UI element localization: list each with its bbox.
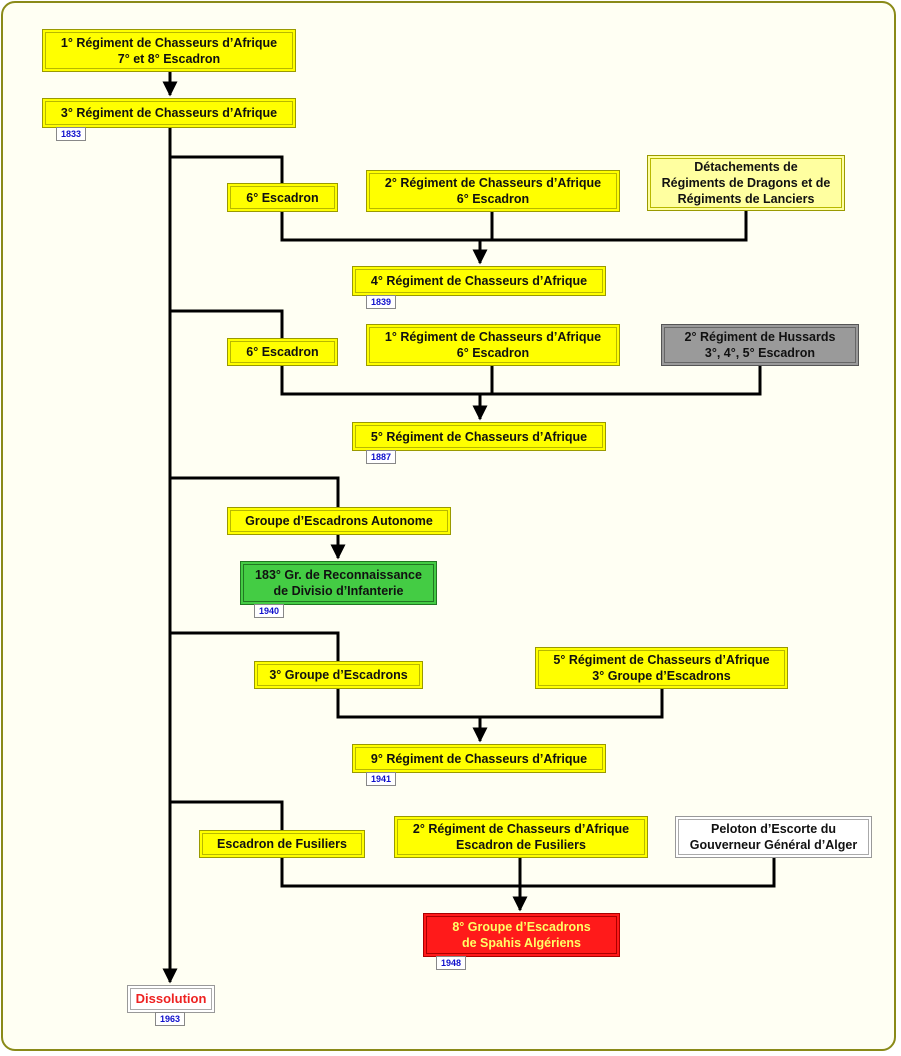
- node-detachements: Détachements de Régiments de Dragons et …: [647, 155, 845, 211]
- node-rca3: 3° Régiment de Chasseurs d’Afrique: [42, 98, 296, 128]
- line-merge-1: [280, 211, 748, 242]
- year-badge-ge8: 1948: [436, 956, 466, 970]
- year-badge-rca9: 1941: [366, 772, 396, 786]
- line-merge-2: [280, 366, 762, 396]
- year-badge-rca4: 1839: [366, 295, 396, 309]
- node-peloton-escorte: Peloton d’Escorte du Gouverneur Général …: [675, 816, 872, 858]
- line-branch-4: [170, 631, 340, 661]
- node-hussards2: 2° Régiment de Hussards 3°, 4°, 5° Escad…: [661, 324, 859, 366]
- line-branch-5: [170, 800, 284, 830]
- node-escadron6-a: 6° Escadron: [227, 183, 338, 212]
- year-badge-rca3: 1833: [56, 127, 86, 141]
- node-groupe-escadrons-autonome: Groupe d’Escadrons Autonome: [227, 507, 451, 535]
- node-groupe-escadrons-3: 3° Groupe d’Escadrons: [254, 661, 423, 689]
- line-branch-1: [170, 155, 284, 183]
- line-merge-5: [280, 858, 776, 888]
- line-merge-4: [336, 689, 664, 719]
- line-branch-2: [170, 309, 284, 338]
- node-rca5-groupe3: 5° Régiment de Chasseurs d’Afrique 3° Gr…: [535, 647, 788, 689]
- node-escadron6-b: 6° Escadron: [227, 338, 338, 366]
- year-badge-dissolution: 1963: [155, 1012, 185, 1026]
- node-rca5: 5° Régiment de Chasseurs d’Afrique: [352, 422, 606, 451]
- node-rca2-escadron6: 2° Régiment de Chasseurs d’Afrique 6° Es…: [366, 170, 620, 212]
- line-branch-3: [170, 476, 340, 507]
- node-escadron-fusiliers: Escadron de Fusiliers: [199, 830, 365, 858]
- node-rca4: 4° Régiment de Chasseurs d’Afrique: [352, 266, 606, 296]
- year-badge-gr183: 1940: [254, 604, 284, 618]
- node-rca2-fusiliers: 2° Régiment de Chasseurs d’Afrique Escad…: [394, 816, 648, 858]
- year-badge-rca5: 1887: [366, 450, 396, 464]
- node-rca1: 1° Régiment de Chasseurs d’Afrique 7° et…: [42, 29, 296, 72]
- node-gr183: 183° Gr. de Reconnaissance de Divisio d’…: [240, 561, 437, 605]
- node-dissolution: Dissolution: [127, 985, 215, 1013]
- node-rca9: 9° Régiment de Chasseurs d’Afrique: [352, 744, 606, 773]
- node-rca1-escadron6: 1° Régiment de Chasseurs d’Afrique 6° Es…: [366, 324, 620, 366]
- node-groupe-escadrons-8-spahis: 8° Groupe d’Escadrons de Spahis Algérien…: [423, 913, 620, 957]
